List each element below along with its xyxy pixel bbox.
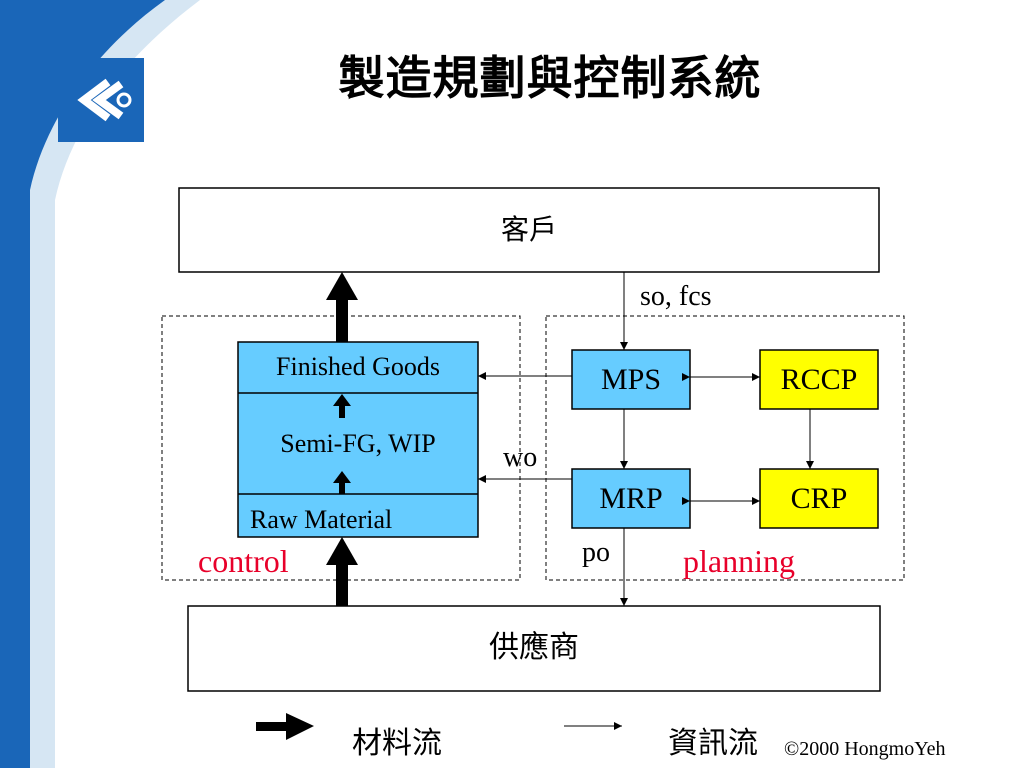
crp-box bbox=[759, 468, 879, 529]
control-area-label: control bbox=[198, 543, 289, 579]
double-chevron-left-icon bbox=[77, 78, 132, 122]
copyright-text: ©2000 HongmoYeh bbox=[784, 738, 946, 760]
flow-label-wo: wo bbox=[503, 442, 538, 473]
planning-area bbox=[545, 315, 905, 581]
logo bbox=[58, 58, 144, 142]
flow-label-po: po bbox=[582, 537, 610, 568]
customer-label: 客戶 bbox=[500, 213, 557, 246]
decor-light-band bbox=[0, 0, 200, 768]
material-flow-arrow-supplier-to-raw bbox=[326, 537, 358, 606]
wip-label: Semi-FG, WIP bbox=[280, 429, 436, 458]
legend-info-flow-label: 資訊流 bbox=[668, 726, 758, 761]
inventory-stack bbox=[237, 341, 479, 538]
decor-blue-band bbox=[0, 0, 165, 768]
supplier-box bbox=[187, 605, 881, 692]
raw-material-label: Raw Material bbox=[250, 505, 393, 534]
page-title: 製造規劃與控制系統 bbox=[338, 51, 762, 105]
material-flow-arrow-wip-to-fg bbox=[333, 394, 351, 418]
material-flow-arrow-up-to-customer bbox=[326, 272, 358, 342]
supplier-label: 供應商 bbox=[489, 630, 579, 665]
mps-box bbox=[571, 349, 691, 410]
finished-goods-label: Finished Goods bbox=[276, 352, 440, 381]
crp-label: CRP bbox=[790, 482, 848, 515]
customer-box bbox=[178, 187, 880, 273]
material-flow-arrow-raw-to-wip bbox=[333, 471, 351, 494]
mrp-box bbox=[571, 468, 691, 529]
legend-material-flow-label: 材料流 bbox=[352, 726, 442, 761]
mps-label: MPS bbox=[600, 363, 662, 396]
mrp-label: MRP bbox=[599, 482, 663, 515]
legend-material-flow-icon bbox=[256, 713, 314, 740]
flow-label-so-fcs: so, fcs bbox=[640, 281, 712, 312]
rccp-box bbox=[759, 349, 879, 410]
rccp-label: RCCP bbox=[780, 363, 858, 396]
planning-area-label: planning bbox=[683, 543, 795, 579]
